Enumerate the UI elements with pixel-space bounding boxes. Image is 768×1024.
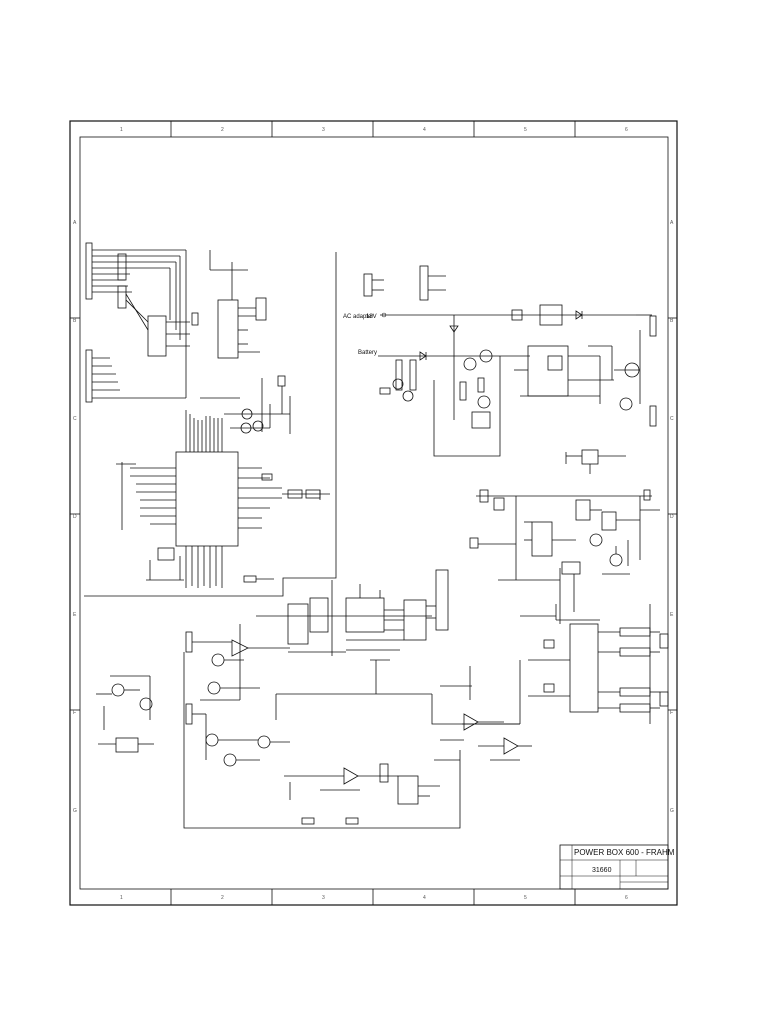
zone-col-6-bottom: 6 <box>625 895 628 901</box>
power-section <box>363 265 657 474</box>
zone-ticks <box>70 121 677 905</box>
title-block-title: POWER BOX 600 - FRAHM <box>574 848 675 857</box>
zone-col-5-top: 5 <box>524 127 527 133</box>
outer-frame <box>69 120 678 906</box>
switch-section <box>462 600 669 725</box>
zone-col-5-bottom: 5 <box>524 895 527 901</box>
zone-row-b-left: B <box>73 318 77 324</box>
zone-row-c-right: C <box>670 416 674 422</box>
zone-row-e-right: E <box>670 612 674 618</box>
zone-col-2-top: 2 <box>221 127 224 133</box>
zone-row-g-left: G <box>73 808 77 814</box>
zone-col-3-top: 3 <box>322 127 325 133</box>
analog-section <box>96 569 532 829</box>
zone-col-3-bottom: 3 <box>322 895 325 901</box>
mcu-ic <box>175 451 239 547</box>
title-block <box>559 844 669 890</box>
zone-row-a-right: A <box>670 220 674 226</box>
zone-row-e-left: E <box>73 612 77 618</box>
output-section <box>469 489 660 612</box>
zone-col-2-bottom: 2 <box>221 895 224 901</box>
mcu-section <box>84 242 337 597</box>
zone-col-4-bottom: 4 <box>423 895 426 901</box>
zone-row-g-right: G <box>670 808 674 814</box>
zone-row-d-left: D <box>73 514 77 520</box>
zone-col-1-bottom: 1 <box>120 895 123 901</box>
ac-adapter-label: AC adapter <box>343 314 373 320</box>
ac-voltage-label: 18V <box>366 314 377 320</box>
zone-row-c-left: C <box>73 416 77 422</box>
zone-col-6-top: 6 <box>625 127 628 133</box>
zone-row-f-right: F <box>670 710 673 716</box>
zone-col-4-top: 4 <box>423 127 426 133</box>
battery-label: Battery <box>358 350 377 356</box>
zone-row-d-right: D <box>670 514 674 520</box>
zone-row-b-right: B <box>670 318 674 324</box>
title-block-number: 31660 <box>592 867 612 874</box>
zone-row-f-left: F <box>73 710 76 716</box>
zone-col-1-top: 1 <box>120 127 123 133</box>
zone-row-a-left: A <box>73 220 77 226</box>
charge-box <box>471 411 491 429</box>
inner-frame <box>79 136 669 890</box>
